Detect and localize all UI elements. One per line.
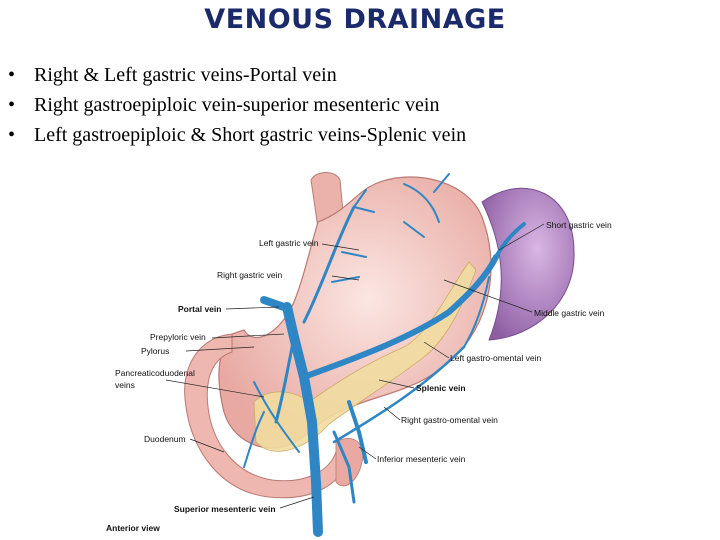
label-pancreaticoduodenal-veins: veins: [115, 380, 135, 390]
label-right-gastro-omental-vein: Right gastro-omental vein: [401, 415, 498, 425]
bullet-text: Left gastroepiploic & Short gastric vein…: [34, 124, 467, 146]
bullet-glyph: •: [8, 124, 16, 146]
vein-network: [243, 173, 526, 537]
venous-drainage-illustration: Left gastric vein Right gastric vein Por…: [104, 162, 620, 538]
label-anterior-view: Anterior view: [106, 523, 160, 533]
label-left-gastro-omental-vein: Left gastro-omental vein: [450, 353, 541, 363]
bullet-text: Right & Left gastric veins-Portal vein: [34, 64, 337, 86]
slide-title: VENOUS DRAINAGE: [204, 4, 506, 35]
label-short-gastric-vein: Short gastric vein: [546, 220, 612, 230]
label-portal-vein: Portal vein: [178, 304, 221, 314]
label-right-gastric-vein: Right gastric vein: [217, 270, 282, 280]
label-pancreaticoduodenal: Pancreaticoduodenal: [115, 368, 195, 378]
bullet-item: • Left gastroepiploic & Short gastric vei…: [8, 120, 466, 150]
label-pylorus: Pylorus: [141, 346, 169, 356]
label-left-gastric-vein: Left gastric vein: [259, 238, 319, 248]
label-splenic-vein: Splenic vein: [416, 383, 466, 393]
bullet-list: •Right & Left gastric veins-Portal vein …: [8, 60, 466, 150]
label-leaders: [165, 223, 545, 509]
bullet-glyph: •: [8, 64, 16, 86]
label-superior-mesenteric-vein: Superior mesenteric vein: [174, 504, 276, 514]
bullet-glyph: •: [8, 94, 16, 116]
bullet-item: • Right & Left gastric veins-Portal vein: [8, 60, 466, 90]
label-duodenum: Duodenum: [144, 434, 186, 444]
label-middle-gastric-vein: Middle gastric vein: [534, 308, 605, 318]
bullet-text: Right gastroepiploic vein-superior mesen…: [34, 94, 440, 116]
bullet-item: • Right gastroepiploic vein-superior mese…: [8, 90, 466, 120]
label-inferior-mesenteric-vein: Inferior mesenteric vein: [377, 454, 466, 464]
anatomy-drawing: Left gastric vein Right gastric vein Por…: [106, 172, 612, 537]
label-prepyloric-vein: Prepyloric vein: [150, 332, 206, 342]
